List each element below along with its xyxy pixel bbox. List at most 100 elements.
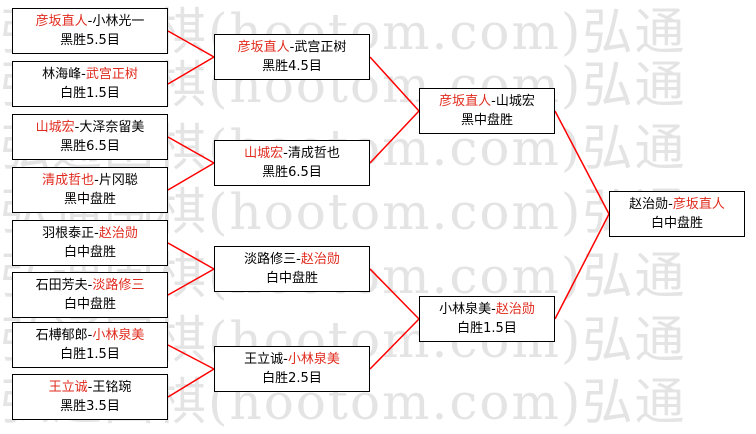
match-result: 黑胜5.5目 (60, 33, 120, 48)
match-result: 白中盘胜 (265, 271, 318, 286)
versus-dash: - (289, 40, 295, 55)
match-players: 石榑郁郎-小林泉美 (13, 326, 167, 345)
match-players: 彦坂直人-山城宏 (420, 92, 554, 111)
player-name: 王立诚 (48, 380, 88, 395)
match-result: 黑中盘胜 (460, 113, 513, 128)
player-name: 武宫正树 (85, 67, 138, 82)
player-name: 小林泉美 (439, 302, 492, 317)
connector-line (369, 110, 420, 164)
versus-dash: - (87, 14, 93, 29)
match-box-round1-4: 清成哲也-片冈聪黑中盘胜 (12, 167, 168, 213)
match-box-round2-2: 山城宏-清成哲也黑胜6.5目 (214, 140, 370, 186)
versus-dash: - (87, 380, 93, 395)
match-result: 黑胜4.5目 (262, 59, 322, 74)
connector-line (167, 344, 215, 370)
connector-line (369, 318, 420, 370)
versus-dash: - (296, 252, 301, 267)
match-players: 小林泉美-赵治勋 (420, 300, 554, 319)
player-name: 赵治勋 (300, 252, 340, 267)
player-name: 片冈聪 (98, 173, 138, 188)
match-box-round1-8: 王立诚-王铭琬黑胜3.5目 (12, 374, 168, 420)
match-players: 山城宏-大泽奈留美 (13, 118, 167, 137)
connector-line (369, 268, 420, 320)
match-players: 王立诚-王铭琬 (13, 378, 167, 397)
versus-dash: - (94, 173, 99, 188)
match-players: 彦坂直人-武宫正树 (215, 38, 369, 57)
player-name: 小林泉美 (287, 352, 340, 367)
player-name: 赵治勋 (495, 302, 535, 317)
connector-line (167, 30, 215, 58)
match-result: 黑胜6.5目 (60, 139, 120, 154)
match-players: 林海峰-武宫正树 (13, 65, 167, 84)
match-players: 王立诚-小林泉美 (215, 350, 369, 369)
versus-dash: - (283, 146, 288, 161)
player-name: 彦坂直人 (439, 94, 492, 109)
match-result: 白胜2.5目 (262, 371, 322, 386)
versus-dash: - (81, 67, 86, 82)
player-name: 山城宏 (35, 120, 75, 135)
connector-line (554, 213, 610, 320)
player-name: 王铭琬 (92, 380, 132, 395)
connector-line (167, 268, 215, 296)
match-box-round1-5: 羽根泰正-赵治勋白中盘胜 (12, 220, 168, 266)
connector-line (369, 56, 420, 112)
match-players: 山城宏-清成哲也 (215, 144, 369, 163)
player-name: 石田芳夫 (35, 278, 88, 293)
player-name: 林海峰 (42, 67, 82, 82)
player-name: 彦坂直人 (237, 40, 290, 55)
match-result: 白中盘胜 (63, 297, 116, 312)
player-name: 赵治勋 (629, 197, 669, 212)
versus-dash: - (87, 278, 93, 293)
match-box-round2-3: 淡路修三-赵治勋白中盘胜 (214, 246, 370, 292)
match-box-round2-1: 彦坂直人-武宫正树黑胜4.5目 (214, 34, 370, 80)
match-result: 白中盘胜 (650, 216, 703, 231)
match-box-round1-3: 山城宏-大泽奈留美黑胜6.5目 (12, 114, 168, 160)
player-name: 王立诚 (244, 352, 284, 367)
match-players: 石田芳夫-淡路修三 (13, 276, 167, 295)
match-result: 白胜1.5目 (60, 86, 120, 101)
match-box-semifinal-2: 小林泉美-赵治勋白胜1.5目 (419, 296, 555, 342)
match-result: 黑中盘胜 (63, 192, 116, 207)
match-box-round1-6: 石田芳夫-淡路修三白中盘胜 (12, 272, 168, 318)
match-box-round2-4: 王立诚-小林泉美白胜2.5目 (214, 346, 370, 392)
player-name: 石榑郁郎 (35, 328, 88, 343)
player-name: 大泽奈留美 (79, 120, 145, 135)
match-result: 白胜1.5目 (457, 321, 517, 336)
match-players: 淡路修三-赵治勋 (215, 250, 369, 269)
match-box-round1-1: 彦坂直人-小林光一黑胜5.5目 (12, 8, 168, 54)
player-name: 淡路修三 (92, 278, 145, 293)
match-players: 赵治勋-彦坂直人 (610, 195, 744, 214)
versus-dash: - (491, 302, 496, 317)
versus-dash: - (491, 94, 496, 109)
player-name: 彦坂直人 (672, 197, 725, 212)
connector-line (167, 136, 215, 164)
player-name: 武宫正树 (294, 40, 347, 55)
match-box-round1-7: 石榑郁郎-小林泉美白胜1.5目 (12, 322, 168, 368)
match-result: 黑胜6.5目 (262, 165, 322, 180)
match-result: 白中盘胜 (63, 245, 116, 260)
match-box-round1-2: 林海峰-武宫正树白胜1.5目 (12, 61, 168, 107)
connector-line (167, 56, 215, 85)
versus-dash: - (74, 120, 80, 135)
match-result: 白胜1.5目 (60, 347, 120, 362)
player-name: 山城宏 (244, 146, 284, 161)
match-players: 彦坂直人-小林光一 (13, 12, 167, 31)
versus-dash: - (94, 226, 99, 241)
match-players: 羽根泰正-赵治勋 (13, 224, 167, 243)
player-name: 彦坂直人 (35, 14, 88, 29)
match-players: 清成哲也-片冈聪 (13, 171, 167, 190)
connector-line (167, 368, 215, 398)
connector-line (167, 162, 215, 191)
player-name: 淡路修三 (244, 252, 297, 267)
player-name: 山城宏 (495, 94, 535, 109)
connector-line (167, 242, 215, 270)
player-name: 赵治勋 (98, 226, 138, 241)
versus-dash: - (283, 352, 288, 367)
player-name: 清成哲也 (42, 173, 95, 188)
player-name: 清成哲也 (287, 146, 340, 161)
match-box-final-1: 赵治勋-彦坂直人白中盘胜 (609, 191, 745, 237)
versus-dash: - (668, 197, 673, 212)
match-box-semifinal-1: 彦坂直人-山城宏黑中盘胜 (419, 88, 555, 134)
player-name: 小林泉美 (92, 328, 145, 343)
